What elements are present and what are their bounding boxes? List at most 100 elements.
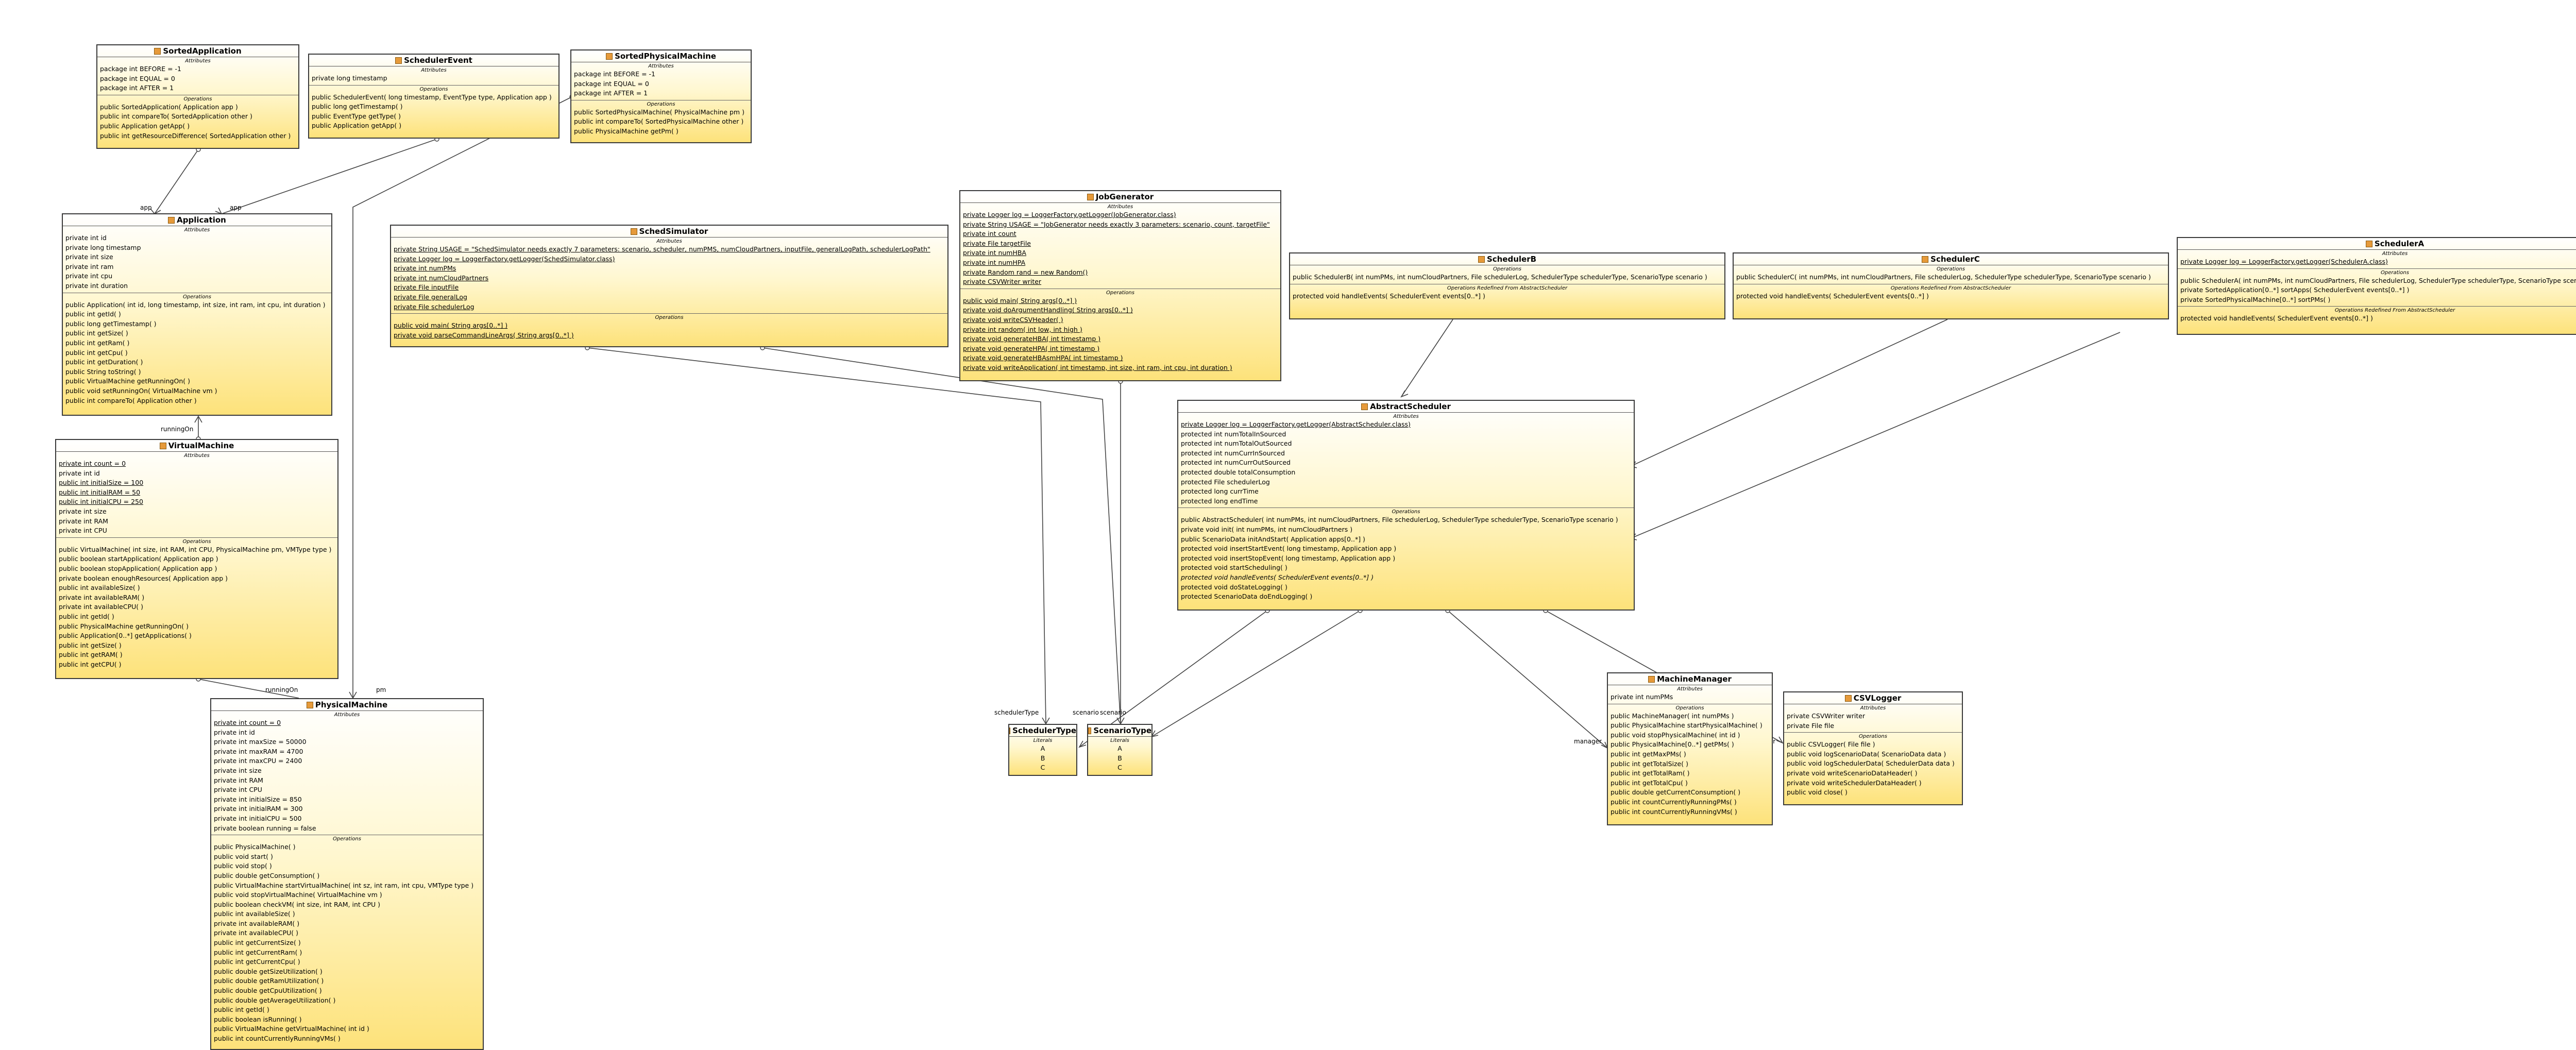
class-header[interactable]: AbstractScheduler xyxy=(1178,401,1634,413)
operation-row[interactable]: public void main( String args[0..*] ) xyxy=(394,321,508,330)
operation-row[interactable]: public int getTotalCpu( ) xyxy=(1611,778,1688,787)
attribute-row[interactable]: protected double totalConsumption xyxy=(1181,468,1296,476)
attribute-row[interactable]: private int maxSize = 50000 xyxy=(214,738,307,746)
attribute-row[interactable]: private int CPU xyxy=(59,527,107,535)
operation-row[interactable]: public int getCpu( ) xyxy=(65,348,128,357)
operation-row[interactable]: private void writeCSVHeader( ) xyxy=(963,315,1063,324)
attribute-row[interactable]: private int maxRAM = 4700 xyxy=(214,747,303,755)
attribute-row[interactable]: private int count = 0 xyxy=(59,460,126,467)
operation-row[interactable]: public Application( int id, long timesta… xyxy=(65,300,326,309)
attribute-row[interactable]: private Logger log = LoggerFactory.getLo… xyxy=(394,255,615,263)
operation-row[interactable]: public int getRAM( ) xyxy=(59,651,123,659)
attribute-row[interactable]: package int AFTER = 1 xyxy=(574,89,648,97)
attribute-row[interactable]: private Logger log = LoggerFactory.getLo… xyxy=(963,211,1176,218)
attribute-row[interactable]: private int count xyxy=(963,230,1016,238)
operation-row[interactable]: public Application getApp( ) xyxy=(312,122,402,130)
operation-row[interactable]: public VirtualMachine getVirtualMachine(… xyxy=(214,1025,369,1033)
operation-row[interactable]: private int availableCPU( ) xyxy=(59,603,144,611)
attribute-row[interactable]: private int numHBA xyxy=(963,249,1026,257)
operation-row[interactable]: private void writeApplication( int times… xyxy=(963,363,1232,371)
attribute-row[interactable]: private int maxCPU = 2400 xyxy=(214,757,302,765)
attribute-row[interactable]: private CSVWriter writer xyxy=(963,278,1042,286)
operation-row[interactable]: public SchedulerA( int numPMs, int numCl… xyxy=(2180,276,2576,284)
operation-row[interactable]: protected void insertStopEvent( long tim… xyxy=(1181,554,1396,562)
operation-row[interactable]: public long getTimestamp( ) xyxy=(65,319,157,328)
operation-row[interactable]: private boolean enoughResources( Applica… xyxy=(59,574,228,582)
operation-row[interactable]: protected void doStateLogging( ) xyxy=(1181,583,1287,591)
attribute-row[interactable]: private int CPU xyxy=(214,786,262,794)
class-header[interactable]: SchedulerEvent xyxy=(309,55,558,66)
operation-row[interactable]: public VirtualMachine getRunningOn( ) xyxy=(65,377,190,385)
attribute-row[interactable]: private File file xyxy=(1787,721,1835,730)
attribute-row[interactable]: private int numPMs xyxy=(1611,693,1673,701)
attribute-row[interactable]: public int initialCPU = 250 xyxy=(59,498,143,506)
attribute-row[interactable]: package int BEFORE = -1 xyxy=(100,65,181,73)
attribute-row[interactable]: protected int numTotalOutSourced xyxy=(1181,439,1292,448)
operation-row[interactable]: public void setRunningOn( VirtualMachine… xyxy=(65,386,217,395)
attribute-row[interactable]: private String USAGE = "SchedSimulator n… xyxy=(394,245,930,253)
operation-row[interactable]: public ScenarioData initAndStart( Applic… xyxy=(1181,535,1365,543)
operation-row[interactable]: public int compareTo( SortedPhysicalMach… xyxy=(574,117,744,126)
operation-row[interactable]: public CSVLogger( File file ) xyxy=(1787,740,1875,749)
attribute-row[interactable]: private long timestamp xyxy=(312,74,387,82)
attribute-row[interactable]: private int initialSize = 850 xyxy=(214,795,302,803)
attribute-row[interactable]: private int count = 0 xyxy=(214,719,281,726)
operation-row[interactable]: private void writeScenarioDataHeader( ) xyxy=(1787,769,1918,777)
attribute-row[interactable]: private int size xyxy=(59,507,107,515)
operation-row[interactable]: private void parseCommandLineArgs( Strin… xyxy=(394,331,574,339)
operation-row[interactable]: public int countCurrentlyRunningPMs( ) xyxy=(1611,798,1737,806)
operation-row[interactable]: private int availableRAM( ) xyxy=(59,593,145,601)
class-header[interactable]: SortedPhysicalMachine xyxy=(571,50,751,62)
operation-row[interactable]: public long getTimestamp( ) xyxy=(312,103,403,111)
operation-row[interactable]: public void stopVirtualMachine( VirtualM… xyxy=(214,891,382,899)
operation-row[interactable]: public int compareTo( SortedApplication … xyxy=(100,112,252,121)
operation-row[interactable]: private void generateHBAsmHPA( int times… xyxy=(963,354,1123,362)
operation-row[interactable]: protected void handleEvents( SchedulerEv… xyxy=(1293,292,1485,300)
operation-row[interactable]: public VirtualMachine( int size, int RAM… xyxy=(59,545,332,553)
attribute-row[interactable]: private int numPMs xyxy=(394,264,456,273)
attribute-row[interactable]: private Logger log = LoggerFactory.getLo… xyxy=(1181,420,1411,428)
operation-row[interactable]: public int getId( ) xyxy=(59,612,114,620)
operation-row[interactable]: public void start( ) xyxy=(214,852,273,860)
attribute-row[interactable]: private int id xyxy=(214,728,255,736)
operation-row[interactable]: public VirtualMachine startVirtualMachin… xyxy=(214,881,474,889)
enum-literal[interactable]: B xyxy=(1040,754,1045,762)
operation-row[interactable]: public int getId( ) xyxy=(214,1006,269,1014)
attribute-row[interactable]: private int initialCPU = 500 xyxy=(214,814,302,822)
operation-row[interactable]: public void stop( ) xyxy=(214,862,272,870)
operation-row[interactable]: public double getCurrentConsumption( ) xyxy=(1611,788,1741,797)
attribute-row[interactable]: protected long currTime xyxy=(1181,487,1259,496)
operation-row[interactable]: private void generateHPA( int timestamp … xyxy=(963,344,1100,352)
operation-row[interactable]: public int getTotalSize( ) xyxy=(1611,759,1688,768)
attribute-row[interactable]: private File targetFile xyxy=(963,239,1031,247)
operation-row[interactable]: public PhysicalMachine( ) xyxy=(214,843,296,851)
operation-row[interactable]: public void logSchedulerData( SchedulerD… xyxy=(1787,759,1955,768)
operation-row[interactable]: public Application getApp( ) xyxy=(100,122,190,130)
operation-row[interactable]: public int getResourceDifference( Sorted… xyxy=(100,131,291,140)
operation-row[interactable]: private SortedPhysicalMachine[0..*] sort… xyxy=(2180,295,2331,303)
operation-row[interactable]: public String toString( ) xyxy=(65,367,141,376)
operation-row[interactable]: protected ScenarioData doEndLogging( ) xyxy=(1181,592,1313,601)
class-header[interactable]: SchedulerA xyxy=(2178,238,2576,250)
attribute-row[interactable]: public int initialSize = 100 xyxy=(59,479,144,487)
class-header[interactable]: ScenarioType xyxy=(1088,725,1151,737)
enum-literal[interactable]: C xyxy=(1117,764,1122,772)
class-header[interactable]: CSVLogger xyxy=(1784,692,1962,704)
attribute-row[interactable]: protected int numTotalInSourced xyxy=(1181,430,1286,438)
attribute-row[interactable]: public int initialRAM = 50 xyxy=(59,488,141,496)
operation-row[interactable]: private int random( int low, int high ) xyxy=(963,325,1082,333)
operation-row[interactable]: private int availableCPU( ) xyxy=(214,929,299,937)
operation-row[interactable]: public boolean stopApplication( Applicat… xyxy=(59,564,217,572)
attribute-row[interactable]: private int duration xyxy=(65,281,128,290)
operation-row[interactable]: public int compareTo( Application other … xyxy=(65,396,197,404)
